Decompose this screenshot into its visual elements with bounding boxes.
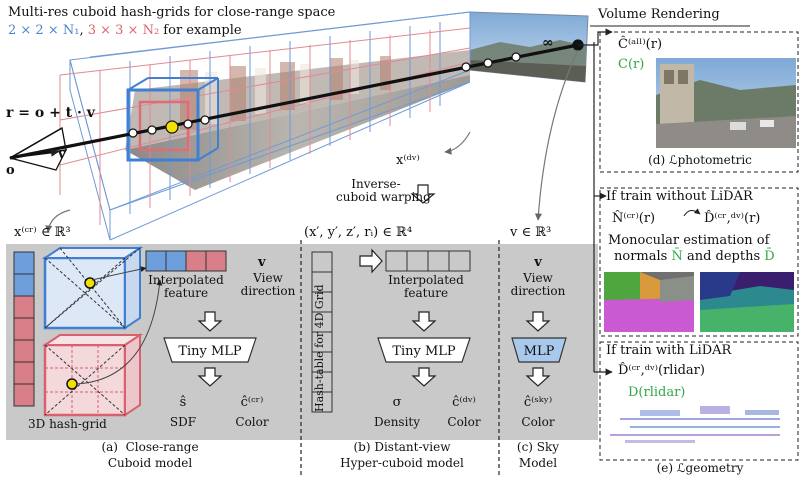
ray-direction-arrow <box>9 149 59 159</box>
lidar-title: If train with LiDAR <box>606 343 732 358</box>
mono-depths-text: and depths <box>682 249 765 264</box>
arrow-to-xdv <box>444 131 471 155</box>
interp-feature-b: Interpolated feature <box>388 273 464 301</box>
hashgrid-label: 3D hash-grid <box>28 417 107 431</box>
c-gt-label: C(r) <box>618 57 645 72</box>
caption-c: (c) Sky Model <box>516 440 560 470</box>
sky-input: v ∈ ℝ³ <box>510 225 552 240</box>
arrow-red-cube-to-feature <box>75 279 163 385</box>
depth-map <box>700 272 794 332</box>
highlighted-voxel <box>126 77 219 162</box>
distant-view-input: (x′, y′, z′, rᵢ) ∈ ℝ⁴ <box>304 225 413 240</box>
blue-grid-cube <box>41 246 144 330</box>
grid-size-red: 3 × 3 × N₂ <box>87 23 160 38</box>
caption-b: (b) Distant-view Hyper-cuboid model <box>340 440 464 470</box>
tiny-mlp-a-shape <box>163 337 257 363</box>
mono-line1: Monocular estimation of <box>608 233 770 248</box>
origin-label: o <box>6 163 15 178</box>
lidar-depth-gt: D(rlidar) <box>628 385 686 400</box>
mono-normals-text: normals <box>614 249 672 264</box>
view-vector-label: v <box>58 147 66 162</box>
color-label-a: Color <box>235 415 269 429</box>
hash-4d-label: Hash-table for 4D Grid <box>313 284 326 412</box>
photometric-box <box>599 31 799 173</box>
grid-size-blue: 2 × 2 × N₁ <box>8 23 80 38</box>
sky-mlp: MLP <box>512 338 566 362</box>
view-direction-a: View direction <box>240 271 296 299</box>
hash-table-column-b <box>311 251 333 413</box>
sky-mlp-shape <box>511 337 567 363</box>
depth-pred-label: D̂⁽ᶜʳ,ᵈᵛ⁾(r) <box>704 211 761 226</box>
ray-equation: r = o + t · v <box>6 105 95 121</box>
color-symbol-b: ĉ⁽ᵈᵛ⁾ <box>452 395 476 410</box>
xdv-label: x⁽ᵈᵛ⁾ <box>396 153 420 168</box>
color-symbol-c: ĉ⁽ˢᵏʸ⁾ <box>523 395 553 410</box>
normal-map <box>604 272 694 332</box>
interp-feature-a: Interpolated feature <box>148 273 224 301</box>
mono-depths-symbol: D̄ <box>764 249 775 264</box>
tiny-mlp-b: Tiny MLP <box>378 338 470 362</box>
density-symbol: σ <box>392 395 402 410</box>
header-subtitle: 2 × 2 × N₁, 3 × 3 × N₂ for example <box>8 23 242 38</box>
mono-line2: normals N̄ and depths D̄ <box>614 249 775 264</box>
sky-mlp-label: MLP <box>523 344 555 359</box>
sdf-symbol: ŝ <box>179 395 187 410</box>
warp-label: Inverse- cuboid warping <box>336 177 431 205</box>
sdf-label: SDF <box>169 415 197 429</box>
feature-vector-b <box>385 250 471 272</box>
red-grid-cube <box>41 333 144 417</box>
view-v-c: v <box>534 255 542 270</box>
caption-a: (a) Close-range Cuboid model <box>101 440 199 470</box>
arrow-to-volume <box>578 28 613 46</box>
arrow-cube-to-feature <box>91 266 147 281</box>
arrow-n-to-d <box>683 208 701 217</box>
tiny-mlp-a: Tiny MLP <box>164 338 256 362</box>
c-all-label: Ĉ⁽ᵃˡˡ⁾(r) <box>618 37 663 52</box>
volume-rendering-title: Volume Rendering <box>598 7 720 22</box>
sky-image-plane <box>469 11 589 83</box>
no-lidar-title: If train without LiDAR <box>606 189 753 204</box>
view-ray <box>9 43 579 160</box>
lidar-point-cloud <box>610 406 780 443</box>
mono-normals-symbol: N̄ <box>671 249 683 264</box>
density-label: Density <box>373 415 421 429</box>
arrow-to-close-range <box>45 209 71 233</box>
header-title: Multi-res cuboid hash-grids for close-ra… <box>8 5 336 20</box>
lidar-depth-pred: D̂⁽ᶜʳ,ᵈᵛ⁾(rlidar) <box>618 363 705 378</box>
caption-e: (e) ℒgeometry <box>656 461 744 475</box>
view-v-a: v <box>258 255 266 270</box>
caption-d: (d) ℒphotometric <box>648 153 752 167</box>
grid-size-separator: , <box>79 23 88 38</box>
grid-size-tail: for example <box>159 23 242 38</box>
color-label-b: Color <box>447 415 481 429</box>
tiny-mlp-b-label: Tiny MLP <box>392 344 456 359</box>
lidar-box <box>599 341 799 461</box>
infinity-label: ∞ <box>542 35 554 51</box>
no-lidar-box <box>599 187 799 337</box>
close-range-input: x⁽ᶜʳ⁾ ∈ ℝ³ <box>14 225 71 240</box>
hash-table-column-a <box>13 251 35 407</box>
color-symbol-a: ĉ⁽ᶜʳ⁾ <box>240 395 264 410</box>
flow-arrows <box>197 248 551 387</box>
street-imagery <box>125 50 470 190</box>
tiny-mlp-a-label: Tiny MLP <box>178 344 242 359</box>
warp-arrow <box>410 184 436 204</box>
color-label-c: Color <box>521 415 555 429</box>
feature-vector-a <box>145 250 227 272</box>
view-direction-c: View direction <box>510 271 566 299</box>
tiny-mlp-b-shape <box>377 337 471 363</box>
rendered-street-photo <box>656 58 796 148</box>
arrow-to-sky <box>534 49 579 221</box>
normal-pred-label: N̂⁽ᶜʳ⁾(r) <box>612 211 656 226</box>
